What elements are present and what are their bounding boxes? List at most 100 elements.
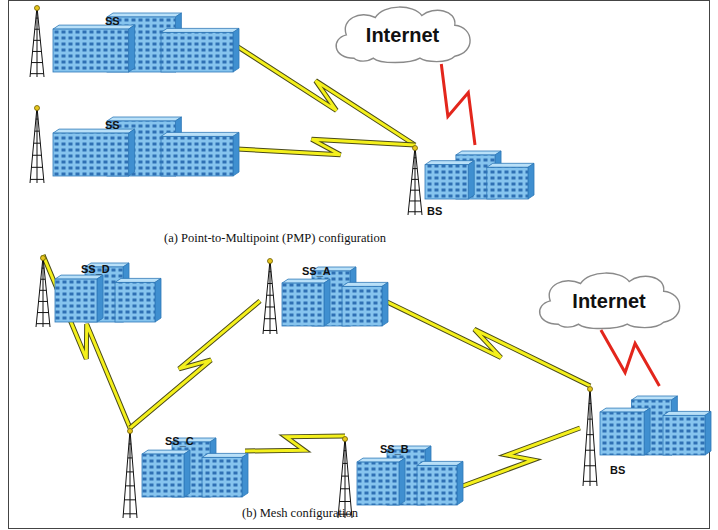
building-side <box>242 453 248 497</box>
tower-mast <box>43 257 44 327</box>
station-label: SS_C <box>165 435 194 448</box>
antenna-tip <box>41 256 46 261</box>
antenna-tip <box>35 106 40 111</box>
antenna-tower <box>123 430 137 518</box>
tower-brace <box>412 179 419 180</box>
wired-link-line <box>441 64 475 145</box>
tower-brace <box>583 481 596 482</box>
station-label: SS <box>105 119 120 132</box>
antenna-tower <box>30 7 44 77</box>
antenna-tower <box>263 260 277 334</box>
station-label: BS <box>427 205 442 218</box>
tower-brace <box>263 330 276 331</box>
building-side <box>705 411 711 455</box>
tower-brace <box>34 40 41 41</box>
tower-brace <box>41 279 45 280</box>
building-roof <box>142 450 190 454</box>
building-roof <box>282 279 330 283</box>
tower-brace <box>123 513 136 514</box>
tower-brace <box>343 463 347 464</box>
station-label: BS <box>610 464 625 477</box>
antenna-tip <box>343 437 348 442</box>
antenna-tip <box>35 6 40 11</box>
tower-brace <box>31 167 42 168</box>
tower-brace <box>30 179 43 180</box>
cloud-outline <box>540 273 680 328</box>
tower-brace <box>584 465 595 466</box>
building-side <box>468 161 474 199</box>
tower-leg <box>263 260 270 334</box>
tower-brace <box>587 434 594 435</box>
figure-caption: (a) Point-to-Multipoint (PMP) configurat… <box>164 231 386 246</box>
wired-link <box>441 64 475 145</box>
tower-brace <box>411 190 420 191</box>
building <box>142 438 248 497</box>
tower-brace <box>40 290 47 291</box>
building-side <box>233 28 239 72</box>
tower-leg <box>130 430 137 518</box>
tower-leg <box>30 7 37 77</box>
building-face <box>142 454 184 497</box>
building-roof <box>161 132 239 136</box>
station-illustration <box>405 145 530 217</box>
tower-brace <box>342 476 349 477</box>
tower-mast <box>37 107 38 183</box>
tower-brace <box>409 200 420 201</box>
tower-brace <box>266 306 275 307</box>
building-side <box>97 275 103 322</box>
building-face <box>53 29 129 72</box>
building-roof <box>663 411 711 415</box>
tower-leg <box>270 260 277 334</box>
tower-mast <box>270 260 271 334</box>
tower-brace <box>344 450 346 451</box>
station-building: BS <box>405 145 530 217</box>
tower-leg <box>583 388 590 486</box>
building <box>357 446 463 505</box>
antenna-tip <box>268 259 273 264</box>
antenna-tower <box>36 257 50 327</box>
tower-brace <box>36 18 38 19</box>
building-face <box>202 457 242 497</box>
building-side <box>528 163 534 199</box>
tower-brace <box>269 271 271 272</box>
building <box>425 151 534 199</box>
station-building: SS_C <box>120 428 245 520</box>
building-side <box>129 25 135 72</box>
building-side <box>457 461 463 505</box>
building-roof <box>456 151 501 155</box>
tower-brace <box>339 501 350 502</box>
building <box>53 13 239 72</box>
tower-brace <box>35 29 39 30</box>
building <box>600 396 711 455</box>
wireless-link-outline <box>460 428 580 487</box>
tower-brace <box>36 119 38 120</box>
tower-leg <box>37 107 44 183</box>
building-roof <box>425 161 474 165</box>
tower-leg <box>408 147 415 215</box>
tower-brace <box>37 312 48 313</box>
building-face <box>55 279 97 322</box>
building-roof <box>53 129 135 133</box>
tower-brace <box>264 318 275 319</box>
wired-link <box>601 330 660 386</box>
building-roof <box>417 461 463 465</box>
tower-brace <box>128 457 132 458</box>
station-label: SS <box>105 15 120 28</box>
station-building: SS_D <box>33 255 158 330</box>
building-face <box>600 412 644 455</box>
tower-brace <box>30 73 43 74</box>
station-building: BS <box>580 386 708 491</box>
tower-brace <box>267 295 274 296</box>
building <box>53 117 239 176</box>
building-face <box>161 32 233 72</box>
tower-brace <box>127 471 134 472</box>
building-side <box>184 450 190 497</box>
building-face <box>417 465 457 505</box>
building-side <box>324 279 330 326</box>
tower-mast <box>37 7 38 77</box>
building-side <box>233 132 239 176</box>
station-label: SS_B <box>380 443 409 456</box>
antenna-tip <box>128 429 133 434</box>
tower-brace <box>34 143 41 144</box>
building-face <box>115 282 155 322</box>
